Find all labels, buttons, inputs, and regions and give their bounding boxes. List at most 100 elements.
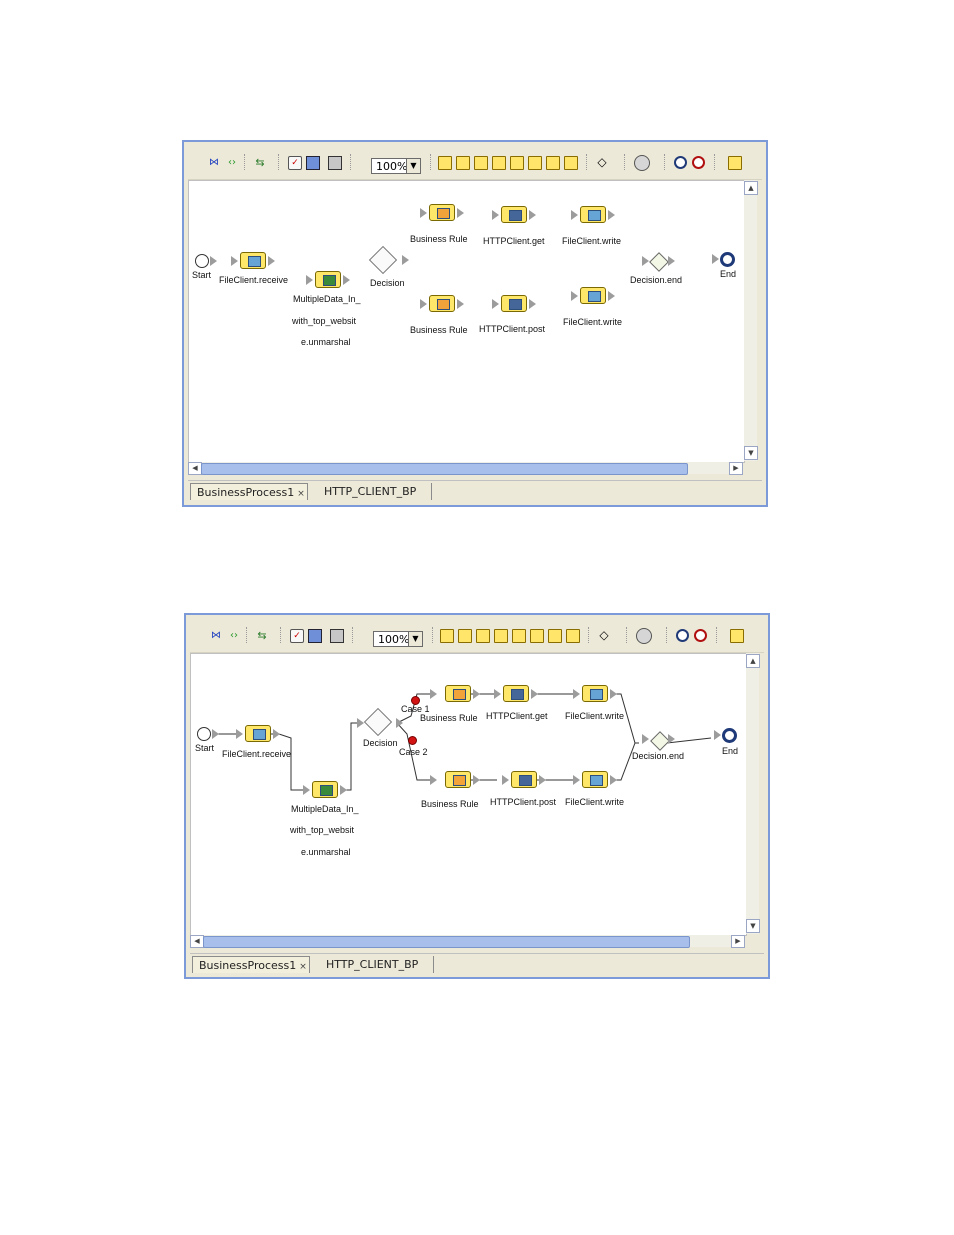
- process-canvas[interactable]: Start FileClient.receive MultipleData_In…: [190, 653, 747, 936]
- vertical-scrollbar[interactable]: ▲ ▼: [744, 180, 758, 461]
- scroll-left-icon[interactable]: ◀: [188, 462, 202, 475]
- separator: [430, 154, 432, 170]
- tab-business-process1[interactable]: BusinessProcess1×: [190, 483, 308, 500]
- port-icon: [531, 689, 538, 699]
- file-write-activity[interactable]: [580, 287, 606, 304]
- folder-icon[interactable]: [476, 629, 490, 643]
- file-write-activity[interactable]: [582, 685, 608, 702]
- folder-icon[interactable]: [564, 156, 578, 170]
- stop-icon[interactable]: [694, 629, 707, 642]
- scroll-down-icon[interactable]: ▼: [744, 446, 758, 460]
- file-receive-label: FileClient.receive: [222, 749, 292, 759]
- scroll-left-icon[interactable]: ◀: [190, 935, 204, 948]
- scroll-thumb[interactable]: [203, 936, 690, 948]
- close-icon[interactable]: ×: [299, 962, 307, 972]
- http-get-activity[interactable]: [501, 206, 527, 223]
- case-marker[interactable]: [411, 696, 420, 705]
- refresh-icon[interactable]: ‹›: [230, 629, 238, 641]
- folder-icon[interactable]: [548, 629, 562, 643]
- print-icon[interactable]: [328, 156, 342, 170]
- folder-icon[interactable]: [546, 156, 560, 170]
- http-get-label: HTTPClient.get: [483, 236, 545, 246]
- folder-icon[interactable]: [474, 156, 488, 170]
- decision-node[interactable]: [368, 245, 398, 275]
- scroll-right-icon[interactable]: ▶: [731, 935, 745, 948]
- link-icon[interactable]: ⇆: [257, 628, 267, 642]
- folder-icon[interactable]: [528, 156, 542, 170]
- folder-icon[interactable]: [566, 629, 580, 643]
- scroll-up-icon[interactable]: ▲: [744, 181, 758, 195]
- notes-icon[interactable]: [728, 156, 742, 170]
- scroll-down-icon[interactable]: ▼: [746, 919, 760, 933]
- folder-icon[interactable]: [492, 156, 506, 170]
- timer-icon[interactable]: [676, 629, 689, 642]
- folder-icon[interactable]: [512, 629, 526, 643]
- notes-icon[interactable]: [730, 629, 744, 643]
- case1-label: Case 1: [401, 704, 430, 714]
- http-post-activity[interactable]: [501, 295, 527, 312]
- horizontal-scrollbar[interactable]: ◀ ▶: [190, 935, 745, 948]
- horizontal-scrollbar[interactable]: ◀ ▶: [188, 462, 743, 475]
- port-icon: [430, 775, 437, 785]
- http-get-activity[interactable]: [503, 685, 529, 702]
- scroll-right-icon[interactable]: ▶: [729, 462, 743, 475]
- zoom-select[interactable]: 100%▼: [371, 158, 421, 174]
- folder-icon[interactable]: [530, 629, 544, 643]
- file-receive-activity[interactable]: [245, 725, 271, 742]
- link-icon[interactable]: ⇆: [255, 155, 265, 169]
- event-tool-icon[interactable]: [634, 155, 650, 171]
- layout-icon[interactable]: ⋈: [211, 629, 221, 641]
- case-marker[interactable]: [408, 736, 417, 745]
- tab-http-client-bp[interactable]: HTTP_CLIENT_BP: [314, 483, 432, 500]
- event-tool-icon[interactable]: [636, 628, 652, 644]
- editor-tabs: BusinessProcess1× HTTP_CLIENT_BP: [188, 480, 762, 501]
- http-post-activity[interactable]: [511, 771, 537, 788]
- end-node[interactable]: [722, 728, 737, 743]
- print-icon[interactable]: [330, 629, 344, 643]
- unmarshal-activity[interactable]: [315, 271, 341, 288]
- folder-icon[interactable]: [438, 156, 452, 170]
- close-icon[interactable]: ×: [297, 489, 305, 499]
- separator: [626, 627, 628, 643]
- layout-icon[interactable]: ⋈: [209, 156, 219, 168]
- port-icon: [273, 729, 280, 739]
- export-icon[interactable]: [308, 629, 322, 643]
- zoom-select[interactable]: 100%▼: [373, 631, 423, 647]
- file-write-activity[interactable]: [582, 771, 608, 788]
- refresh-icon[interactable]: ‹›: [228, 156, 236, 168]
- separator: [588, 627, 590, 643]
- validate-icon[interactable]: ✓: [288, 156, 302, 170]
- export-icon[interactable]: [306, 156, 320, 170]
- start-node[interactable]: [195, 254, 209, 268]
- end-node[interactable]: [720, 252, 735, 267]
- file-receive-activity[interactable]: [240, 252, 266, 269]
- start-node[interactable]: [197, 727, 211, 741]
- validate-icon[interactable]: ✓: [290, 629, 304, 643]
- scroll-up-icon[interactable]: ▲: [746, 654, 760, 668]
- decision-end-node[interactable]: [649, 252, 669, 272]
- business-rule-activity[interactable]: [429, 204, 455, 221]
- business-rule-activity[interactable]: [429, 295, 455, 312]
- vertical-scrollbar[interactable]: ▲ ▼: [746, 653, 760, 934]
- scroll-thumb[interactable]: [201, 463, 688, 475]
- folder-icon[interactable]: [458, 629, 472, 643]
- file-write-label: FileClient.write: [565, 711, 625, 721]
- tab-business-process1[interactable]: BusinessProcess1×: [192, 956, 310, 973]
- file-write-activity[interactable]: [580, 206, 606, 223]
- business-rule-activity[interactable]: [445, 685, 471, 702]
- stop-icon[interactable]: [692, 156, 705, 169]
- tab-http-client-bp[interactable]: HTTP_CLIENT_BP: [316, 956, 434, 973]
- folder-icon[interactable]: [456, 156, 470, 170]
- unmarshal-activity[interactable]: [312, 781, 338, 798]
- chevron-down-icon[interactable]: ▼: [406, 159, 420, 173]
- folder-icon[interactable]: [440, 629, 454, 643]
- process-canvas[interactable]: Start FileClient.receive MultipleData_In…: [188, 180, 745, 463]
- folder-icon[interactable]: [494, 629, 508, 643]
- chevron-down-icon[interactable]: ▼: [408, 632, 422, 646]
- timer-icon[interactable]: [674, 156, 687, 169]
- business-rule-activity[interactable]: [445, 771, 471, 788]
- separator: [586, 154, 588, 170]
- decision-tool-icon[interactable]: ◇: [599, 628, 609, 642]
- folder-icon[interactable]: [510, 156, 524, 170]
- decision-tool-icon[interactable]: ◇: [597, 155, 607, 169]
